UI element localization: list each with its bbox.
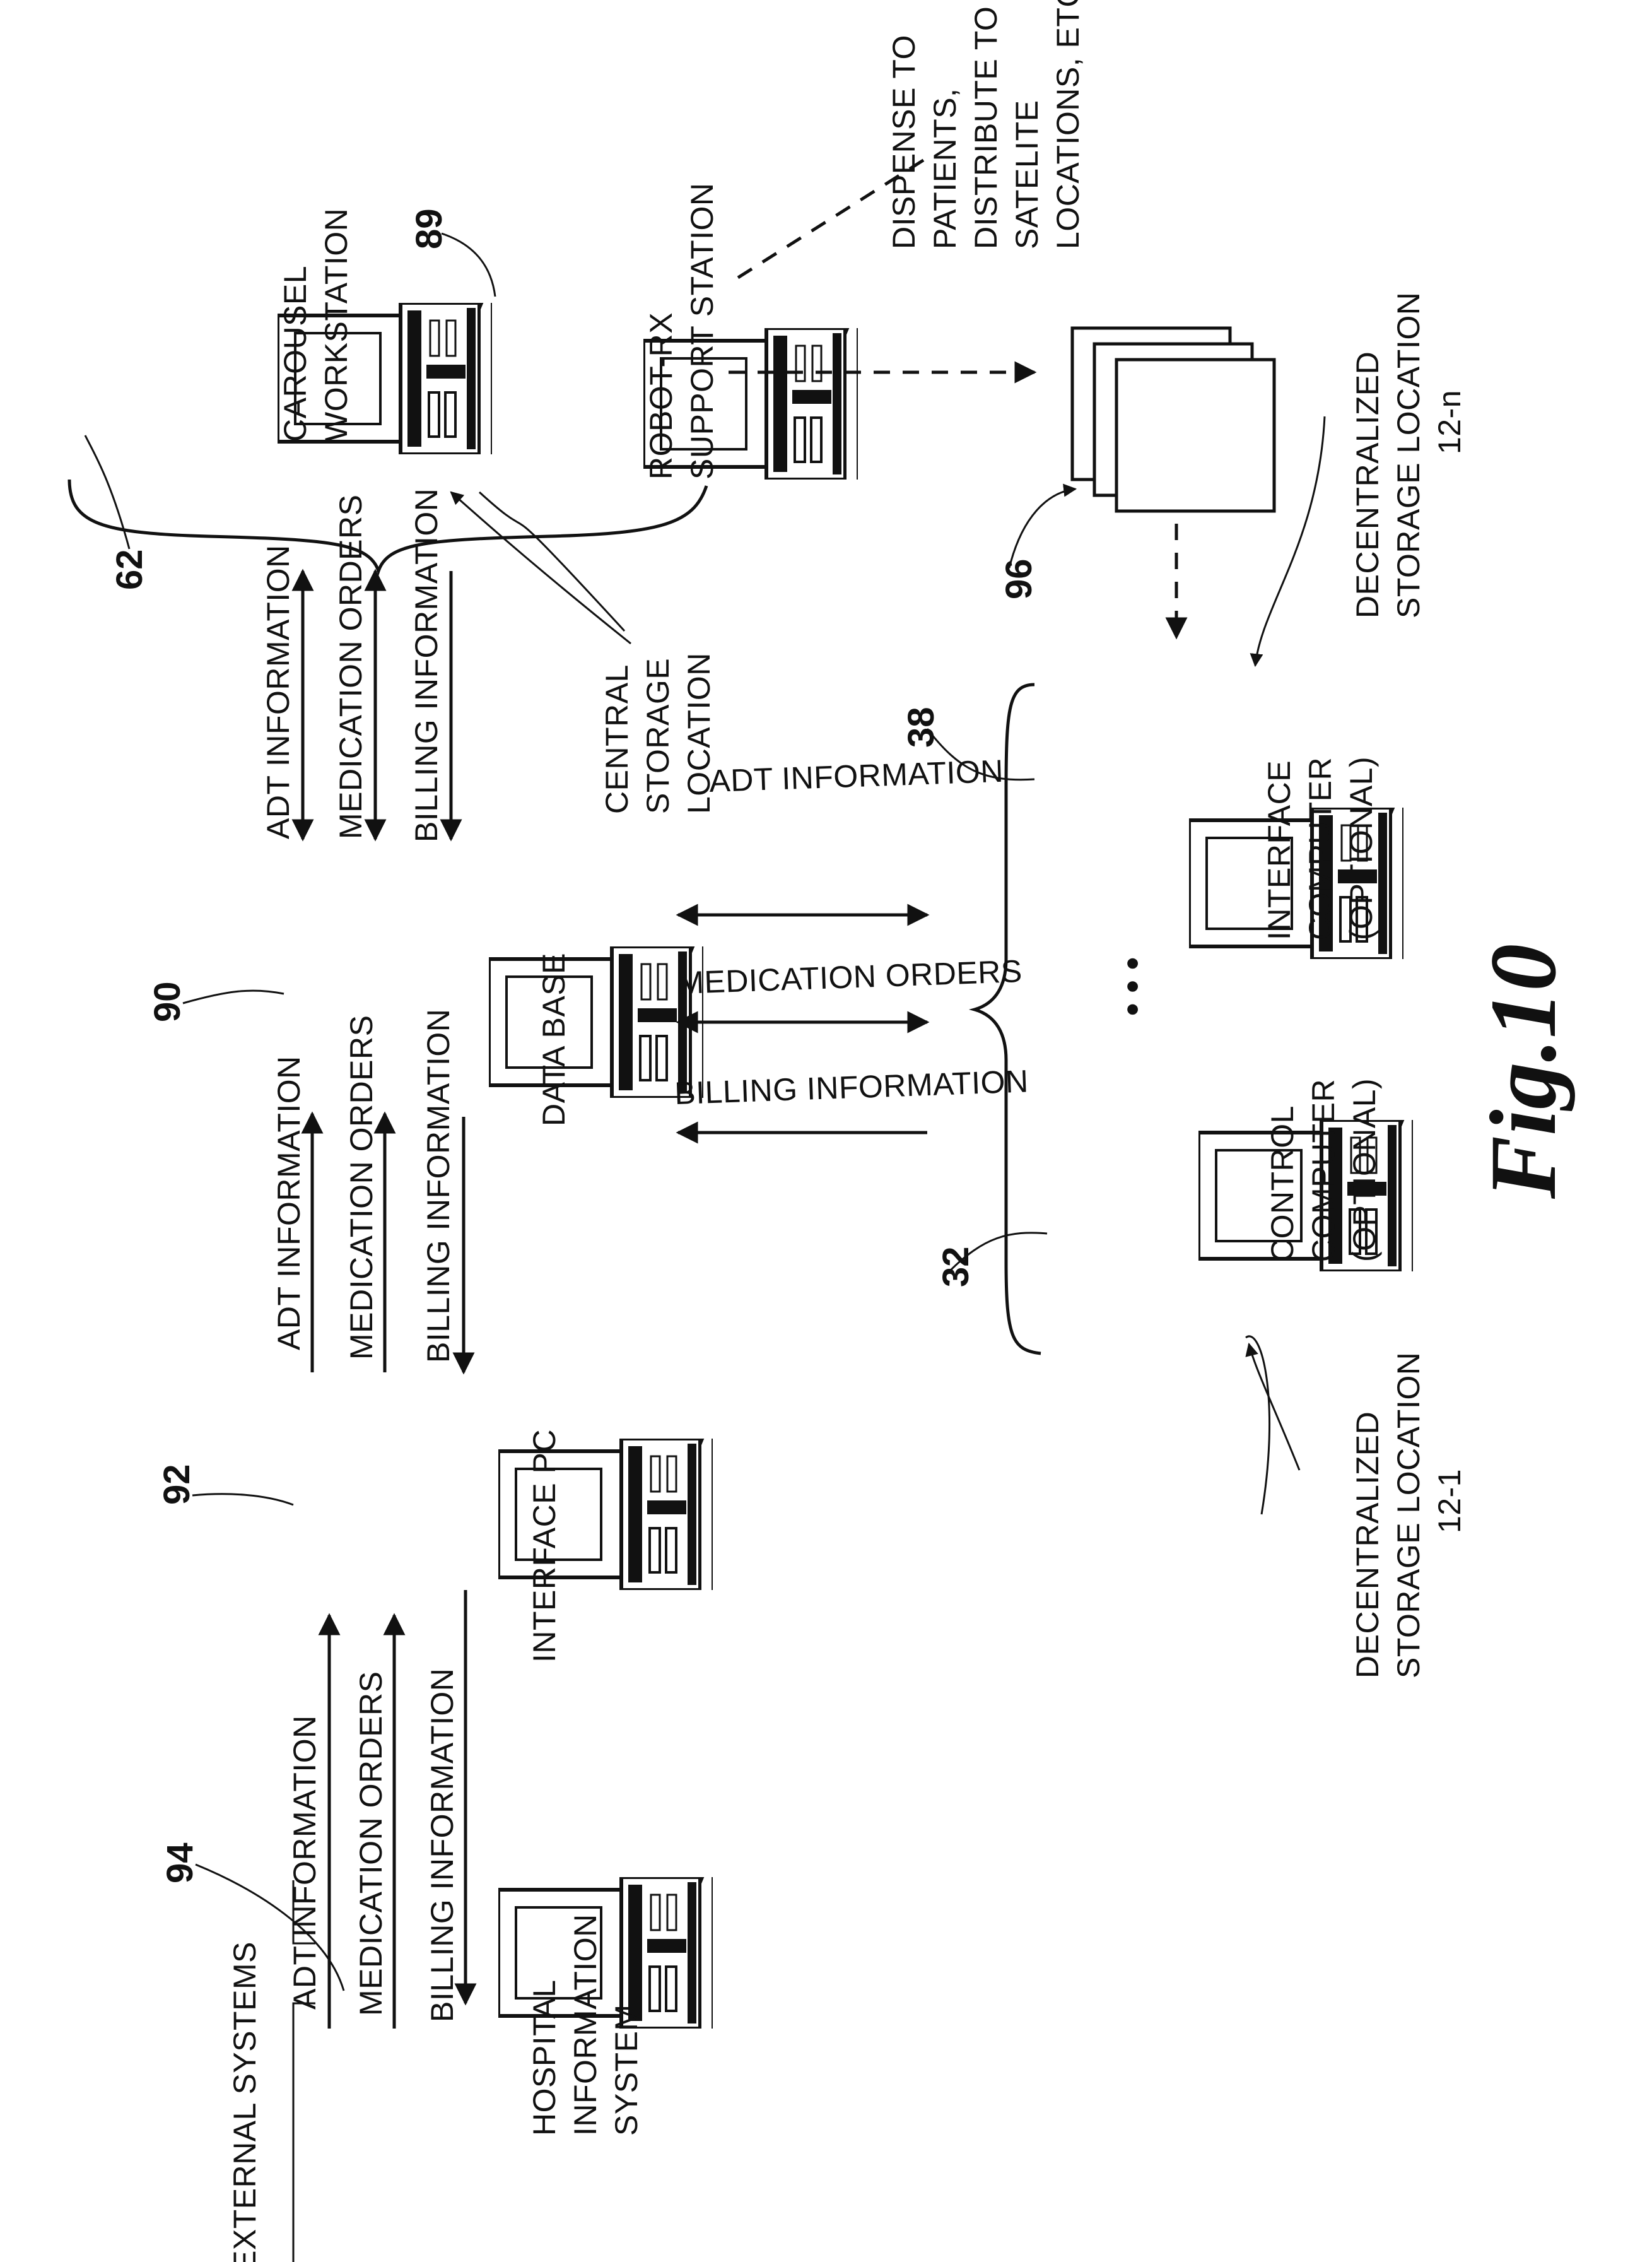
label-billing-3: BILLING INFORMATION [409,488,444,842]
label-medication-2: MEDICATION ORDERS [344,1015,379,1360]
label-adt-1: ADT INFORMATION [287,1715,322,2010]
svg-text:COMPUTER: COMPUTER [1303,757,1338,940]
label-external-systems: EXTERNAL SYSTEMS [227,1941,262,2262]
svg-text:SUPPORT STATION: SUPPORT STATION [684,182,720,480]
svg-text:SATELITE: SATELITE [1009,100,1045,249]
stack-ref-pointer [1009,489,1075,568]
figure-label: Fig.10 [1471,944,1576,1199]
label-adt-2: ADT INFORMATION [271,1056,307,1350]
ref-32: 32 [935,1246,976,1287]
leader-92 [192,1494,293,1505]
label-adt-3: ADT INFORMATION [261,545,296,839]
svg-text:DISPENSE TO: DISPENSE TO [886,35,922,249]
label-adt-4: ADT INFORMATION [708,753,1004,799]
label-database: DATA BASE [536,953,571,1126]
label-billing-1: BILLING INFORMATION [425,1668,460,2022]
label-central-storage-location: CENTRAL STORAGE LOCATION [599,652,717,814]
svg-text:WORKSTATION: WORKSTATION [319,208,354,442]
svg-text:INFORMATION: INFORMATION [568,1914,603,2136]
label-medication-1: MEDICATION ORDERS [353,1671,389,2017]
svg-text:ROBOT-RX: ROBOT-RX [643,312,679,480]
svg-text:INTERFACE: INTERFACE [1262,760,1297,940]
pc-robot-rx-support-station [643,271,900,492]
label-medication-3: MEDICATION ORDERS [333,495,368,840]
svg-text:12-1: 12-1 [1432,1469,1467,1533]
svg-text:CAROUSEL: CAROUSEL [278,266,313,442]
label-billing-4: BILLING INFORMATION [674,1063,1029,1111]
label-decentralized-storage-n: DECENTRALIZED STORAGE LOCATION 12-n [1350,292,1467,618]
label-dispense-note: DISPENSE TO PATIENTS, DISTRIBUTE TO SATE… [886,0,1086,249]
ref-62: 62 [109,549,150,590]
label-medication-4: MEDICATION ORDERS [677,953,1022,1001]
svg-text:CENTRAL: CENTRAL [599,664,635,814]
central-storage-pointer [451,492,631,644]
svg-text:(OPTIONAL): (OPTIONAL) [1344,757,1379,940]
leader-62 [85,435,129,549]
decentralized-storage-stack [1072,328,1274,511]
svg-text:12-n: 12-n [1432,390,1467,454]
svg-text:LOCATIONS, ETC.: LOCATIONS, ETC. [1050,0,1086,249]
label-interface-pc: INTERFACE PC [527,1429,562,1663]
pc-carousel-workstation [278,246,534,467]
svg-text:STORAGE: STORAGE [640,658,676,814]
svg-text:DECENTRALIZED: DECENTRALIZED [1350,351,1385,618]
svg-text:COMPUTER: COMPUTER [1306,1079,1341,1262]
central-storage-brace [69,480,706,571]
ref-89: 89 [409,208,450,249]
svg-text:STORAGE LOCATION: STORAGE LOCATION [1391,1352,1426,1678]
ref-96: 96 [999,558,1040,599]
label-billing-2: BILLING INFORMATION [421,1009,456,1363]
svg-text:CONTROL: CONTROL [1265,1105,1300,1262]
ref-92: 92 [156,1464,197,1505]
ellipsis-more-computers: • • • [1112,957,1153,1016]
ref-94: 94 [160,1842,201,1883]
svg-text:SYSTEM: SYSTEM [609,2004,644,2136]
ref-38: 38 [901,707,942,748]
svg-text:LOCATION: LOCATION [681,652,717,814]
svg-text:STORAGE LOCATION: STORAGE LOCATION [1391,292,1426,618]
svg-text:(OPTIONAL): (OPTIONAL) [1347,1078,1382,1262]
label-control-computer: CONTROL COMPUTER (OPTIONAL) [1265,1078,1382,1262]
ref-90: 90 [147,981,188,1022]
svg-text:HOSPITAL: HOSPITAL [527,1979,562,2136]
label-interface-computer: INTERFACE COMPUTER (OPTIONAL) [1262,757,1379,940]
svg-text:DECENTRALIZED: DECENTRALIZED [1350,1411,1385,1678]
decentralized-1-pointer [1249,1344,1299,1470]
label-decentralized-storage-1: DECENTRALIZED STORAGE LOCATION 12-1 [1350,1352,1467,1678]
external-systems-bracket [293,2003,315,2262]
leader-90 [183,991,284,1003]
svg-text:DISTRIBUTE TO: DISTRIBUTE TO [968,6,1004,249]
svg-text:PATIENTS,: PATIENTS, [927,88,963,249]
